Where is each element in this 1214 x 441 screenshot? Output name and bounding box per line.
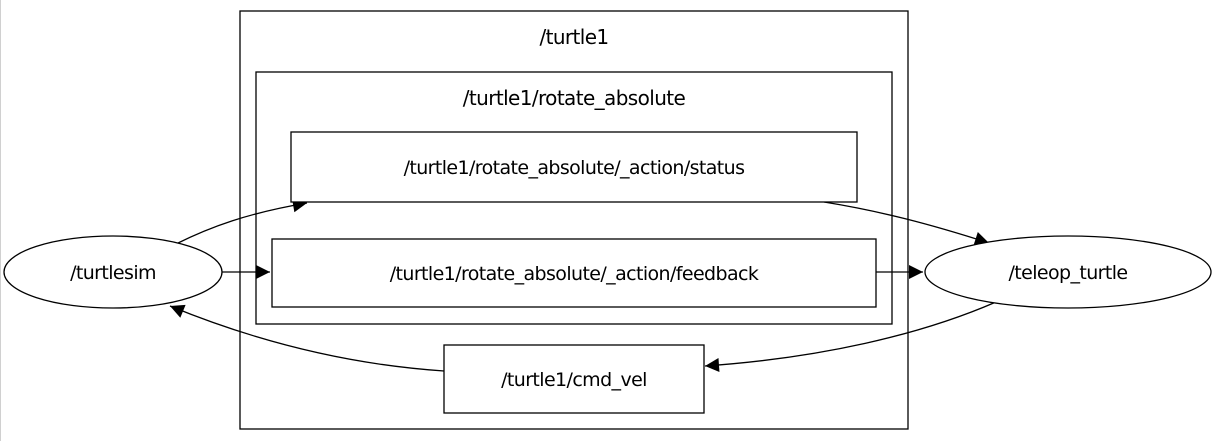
node-cmd-vel-topic-shape[interactable]: [443, 344, 705, 414]
node-feedback-topic-shape[interactable]: [271, 238, 877, 308]
cluster-turtle1: /turtle1: [239, 10, 909, 430]
edges: [169, 198, 997, 373]
node-feedback-topic[interactable]: /turtle1/rotate_absolute/_action/feedbac…: [271, 238, 877, 308]
edge-teleop-to-cmd-vel: [704, 301, 997, 373]
edge-cmd-vel-to-turtlesim: [169, 304, 445, 372]
edge-turtlesim-to-status: [175, 198, 308, 245]
node-feedback-topic-label: /turtle1/rotate_absolute/_action/feedbac…: [390, 263, 759, 285]
node-teleop-turtle-label: /teleop_turtle: [1008, 262, 1127, 284]
node-turtlesim-label: /turtlesim: [70, 262, 156, 284]
edge-status-to-teleop: [823, 201, 990, 246]
cluster-rotate-absolute-box: [255, 71, 893, 325]
cluster-turtle1-label: /turtle1: [539, 25, 608, 49]
node-cmd-vel-topic[interactable]: /turtle1/cmd_vel: [443, 344, 705, 414]
node-turtlesim[interactable]: /turtlesim: [3, 235, 223, 309]
cluster-rotate-absolute: /turtle1/rotate_absolute: [255, 71, 893, 325]
node-status-topic-label: /turtle1/rotate_absolute/_action/status: [404, 157, 745, 179]
cluster-rotate-absolute-label: /turtle1/rotate_absolute: [463, 86, 686, 110]
node-turtlesim-shape[interactable]: [3, 235, 223, 309]
node-teleop-turtle-shape[interactable]: [924, 235, 1212, 309]
node-status-topic[interactable]: /turtle1/rotate_absolute/_action/status: [290, 131, 858, 203]
node-status-topic-shape[interactable]: [290, 131, 858, 203]
node-teleop-turtle[interactable]: /teleop_turtle: [924, 235, 1212, 309]
node-cmd-vel-topic-label: /turtle1/cmd_vel: [501, 369, 647, 391]
